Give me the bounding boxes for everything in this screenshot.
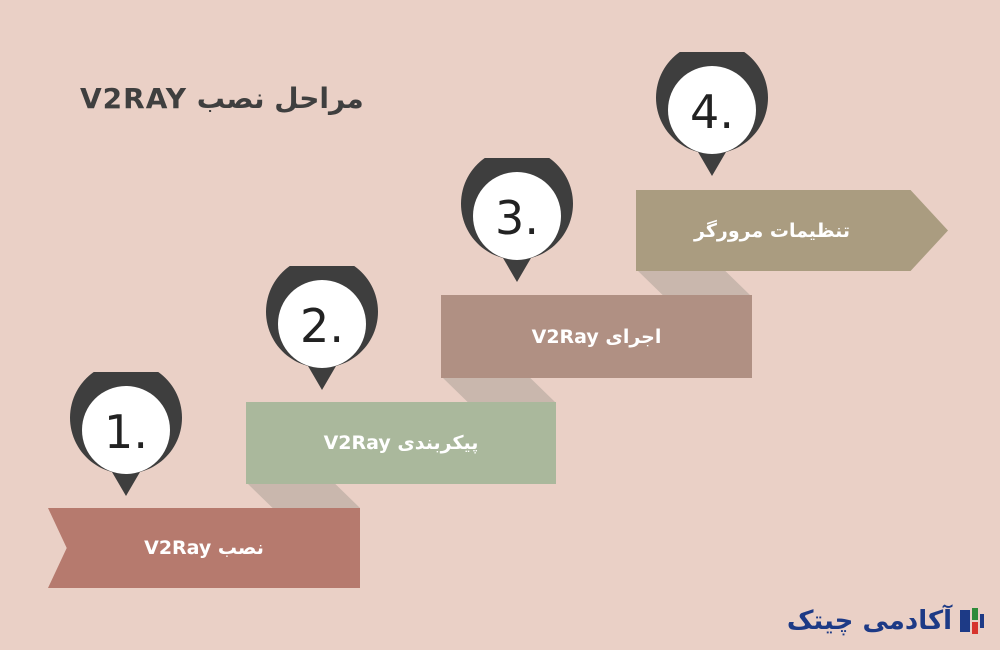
step-2-number: 2. — [300, 299, 344, 353]
step-3-label: اجرای V2Ray — [531, 325, 662, 348]
step-3-number: 3. — [495, 191, 539, 245]
step-4-banner: تنظیمات مرورگر — [636, 190, 948, 271]
step-1-banner: نصب V2Ray — [48, 508, 360, 588]
step-4-label: تنظیمات مرورگر — [694, 219, 850, 242]
step-2-label: پیکربندی V2Ray — [323, 432, 479, 454]
step-3-banner: اجرای V2Ray — [441, 295, 752, 378]
connector-2-3 — [443, 378, 555, 402]
step-4-number: 4. — [690, 85, 734, 139]
step-1-pin: 1. — [66, 372, 186, 502]
diagram-title: مراحل نصب V2RAY — [80, 82, 364, 115]
step-3-pin: 3. — [457, 158, 577, 288]
step-2-banner: پیکربندی V2Ray — [246, 402, 556, 484]
brand-logo: آکادمی چیتک — [787, 606, 986, 636]
step-1-number: 1. — [104, 405, 148, 459]
logo-mark-icon — [960, 608, 984, 634]
step-1-label: نصب V2Ray — [144, 537, 264, 559]
connector-3-4 — [638, 271, 750, 295]
connector-1-2 — [248, 484, 360, 508]
step-4-pin: 4. — [652, 52, 772, 182]
step-2-pin: 2. — [262, 266, 382, 396]
logo-text: آکادمی چیتک — [786, 606, 952, 636]
